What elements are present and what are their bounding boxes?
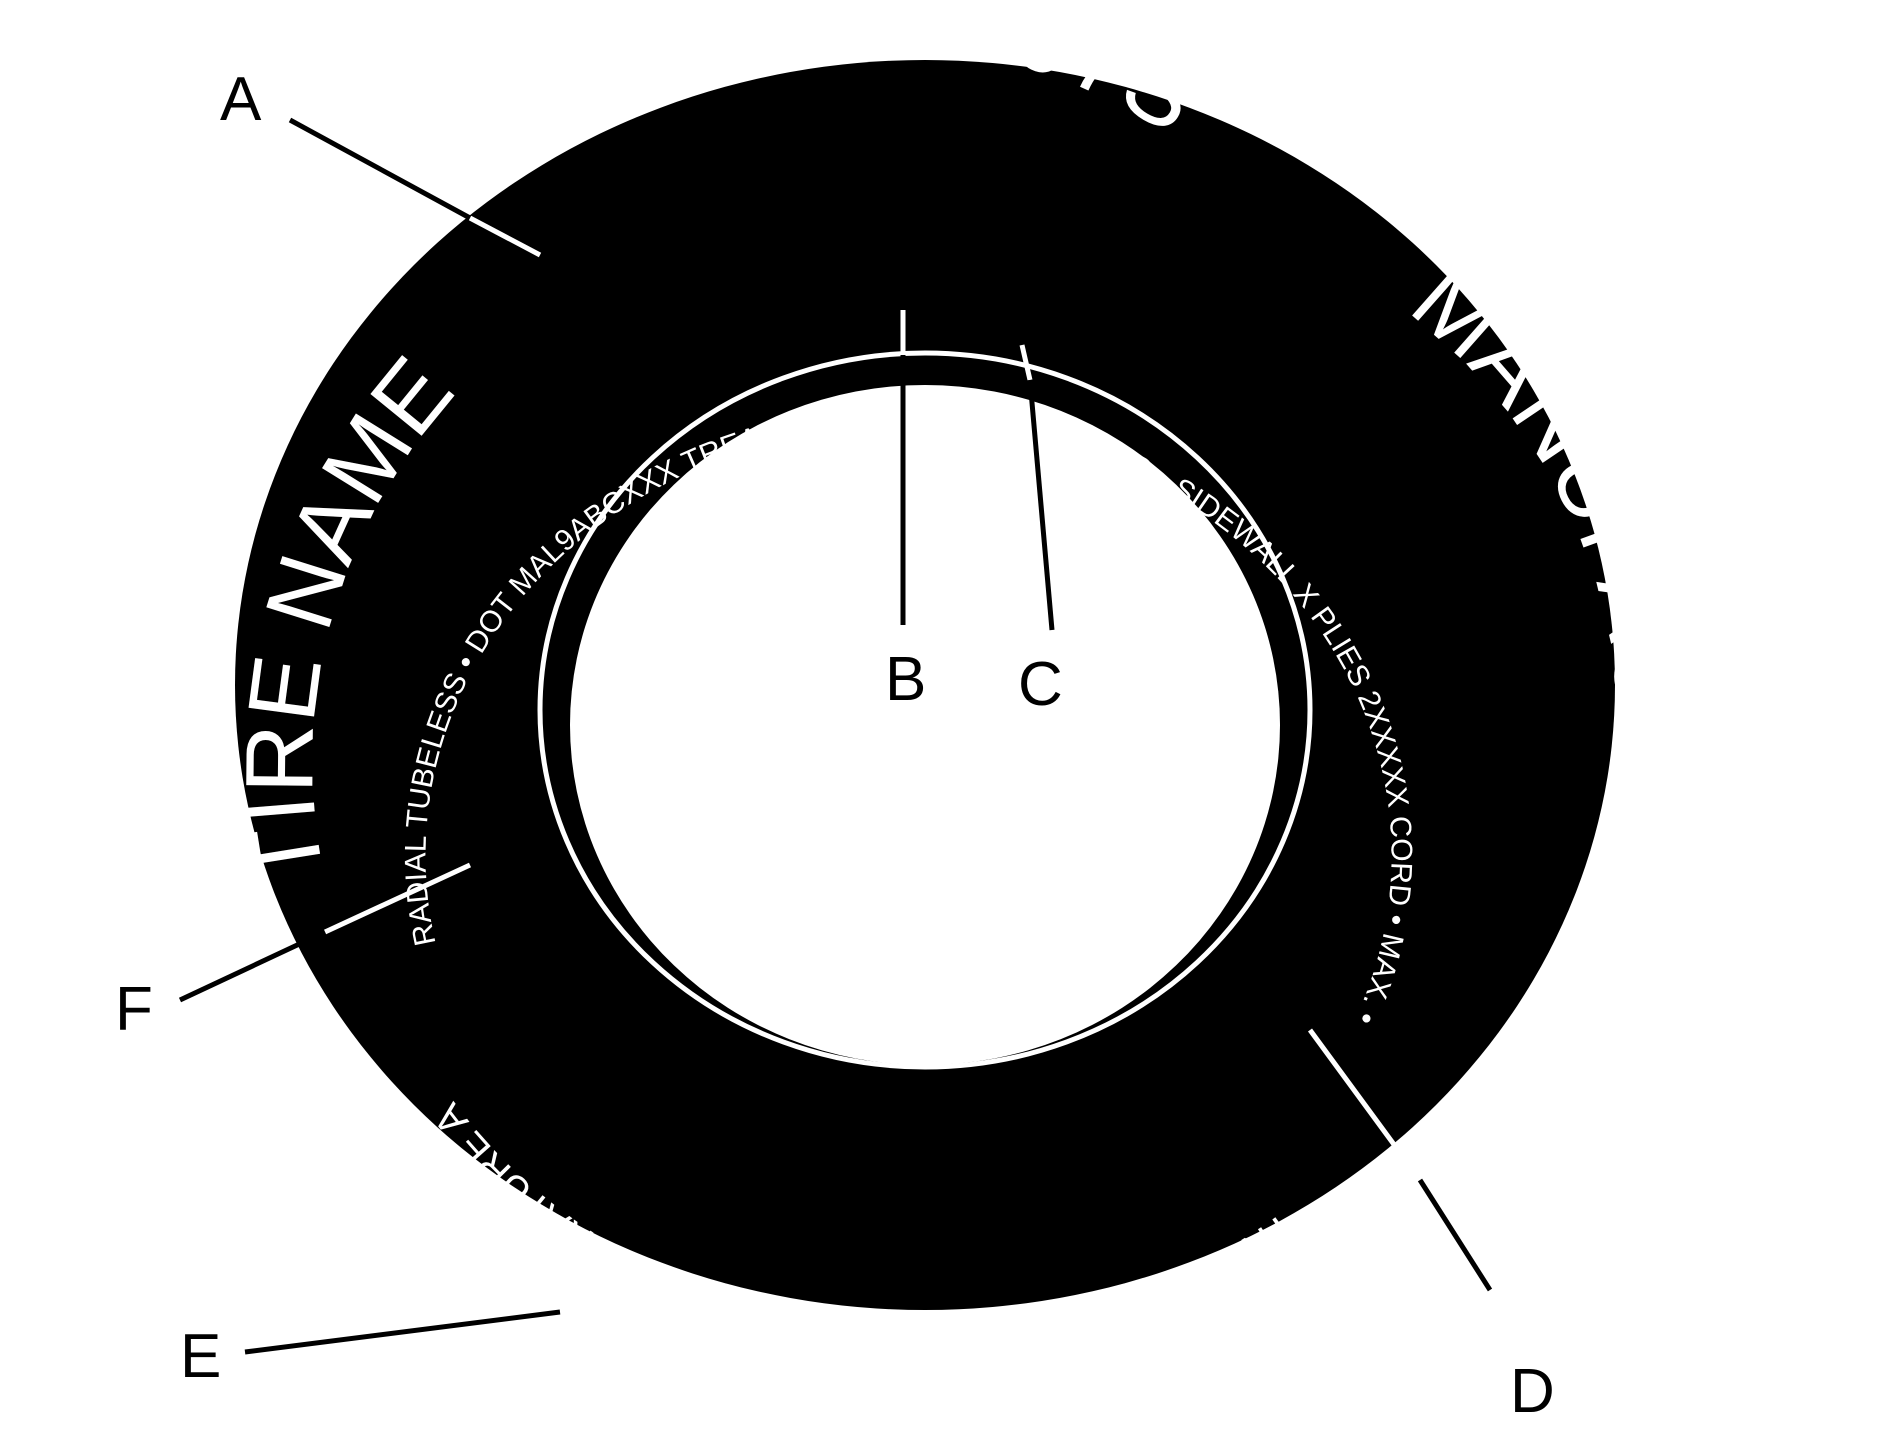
leader-c-outside — [1027, 379, 1055, 631]
leader-d-inside — [1307, 1028, 1423, 1182]
leader-c-inside — [1019, 344, 1033, 381]
leader-e-inside — [559, 1294, 714, 1315]
callout-a: A — [220, 65, 262, 134]
leader-e-outside — [244, 1309, 561, 1355]
leader-f-inside — [323, 862, 472, 935]
rim-line — [537, 350, 1313, 1070]
callout-d: D — [1510, 1357, 1555, 1426]
callout-c: C — [1018, 650, 1063, 719]
callout-e: E — [180, 1322, 221, 1391]
wheel-hole — [570, 385, 1280, 1065]
callout-f: F — [115, 975, 153, 1044]
leader-d-outside — [1417, 1178, 1493, 1292]
leader-a-outside — [288, 117, 472, 221]
callout-b: B — [885, 645, 926, 714]
leader-f-outside — [178, 929, 327, 1003]
leader-a-inside — [468, 215, 542, 258]
